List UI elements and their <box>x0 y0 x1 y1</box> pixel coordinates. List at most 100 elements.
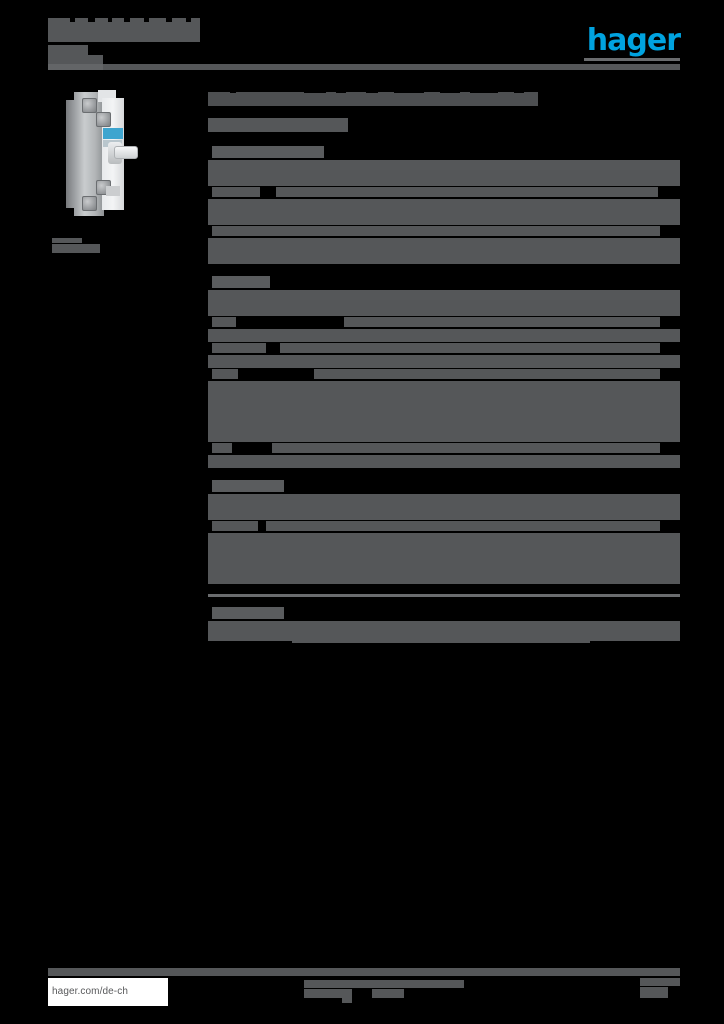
footer-center-text <box>304 980 464 1003</box>
table-row <box>208 186 680 199</box>
table-section-heading <box>208 274 680 290</box>
breaker-lower-print <box>106 186 120 196</box>
document-footer: hager.com/de-ch <box>48 968 680 1016</box>
table-row-label <box>212 330 234 340</box>
table-row-value <box>272 443 660 453</box>
header-notch <box>144 18 149 22</box>
table-row <box>208 225 680 238</box>
footer-center-line-1 <box>304 980 464 988</box>
table-row-label <box>212 226 236 236</box>
product-image-caption <box>52 238 100 254</box>
table-row-label <box>212 382 274 392</box>
breaker-side-panel <box>66 100 75 208</box>
table-row-label <box>212 495 248 505</box>
footer-url[interactable]: hager.com/de-ch <box>48 978 168 1006</box>
footer-center-descender <box>342 998 352 1003</box>
table-row-label <box>212 456 308 466</box>
header-notch <box>124 18 130 22</box>
table-row-label <box>212 291 232 301</box>
table-row-value <box>256 508 660 518</box>
product-image-column <box>48 88 188 268</box>
table-section-heading-bar <box>212 607 284 619</box>
table-row-value-wrap <box>292 633 590 643</box>
table-row <box>208 381 680 409</box>
table-row <box>208 303 680 316</box>
document-header <box>48 14 680 72</box>
breaker-brand-label <box>103 128 123 139</box>
table-row-label <box>212 622 278 632</box>
table-row-label <box>212 304 234 314</box>
table-row <box>208 329 680 342</box>
table-row <box>208 520 680 533</box>
header-subtitle-line-2 <box>48 55 103 65</box>
header-title-line-1 <box>48 18 200 29</box>
table-row-label <box>212 369 238 379</box>
table-row-label <box>212 410 292 420</box>
table-row-label <box>212 187 260 197</box>
breaker-toggle-lever <box>114 146 138 159</box>
header-rule-accent <box>48 64 103 70</box>
header-notch <box>88 18 95 22</box>
table-row-value-wrap <box>308 570 510 580</box>
table-section-gap <box>208 584 680 594</box>
table-row-label <box>212 213 254 223</box>
table-row-value-wrap <box>308 558 590 568</box>
table-row-value-wrap <box>260 434 590 444</box>
table-row-label <box>212 521 258 531</box>
table-row-value <box>326 410 660 420</box>
table-row-label <box>212 547 278 557</box>
table-row-value-wrap <box>286 393 590 403</box>
breaker-terminal-screw <box>82 98 97 113</box>
page-title-bar <box>208 92 538 106</box>
table-row-value <box>276 187 658 197</box>
footer-page-line-2 <box>640 987 668 998</box>
caption-line-2 <box>52 244 100 253</box>
title-notch <box>304 88 326 93</box>
table-row-value <box>256 356 660 366</box>
breaker-terminal-screw <box>96 112 111 127</box>
header-title-line-2 <box>48 29 200 42</box>
table-row <box>208 409 680 422</box>
table-row-label <box>212 239 248 249</box>
table-row-value <box>368 161 658 171</box>
title-notch <box>470 88 498 93</box>
table-row-value <box>314 369 660 379</box>
table-row-value <box>236 226 660 236</box>
table-row <box>208 316 680 329</box>
table-row-value-wrap <box>256 250 590 260</box>
header-notch <box>186 18 191 22</box>
header-notch <box>166 18 172 22</box>
header-notch <box>70 18 75 22</box>
title-notch <box>514 88 524 93</box>
logo-underline <box>584 58 680 61</box>
table-row <box>208 290 680 303</box>
table-section-rule <box>208 594 680 597</box>
table-row <box>208 442 680 455</box>
title-notch <box>230 88 236 93</box>
table-section-heading-bar <box>212 146 324 158</box>
table-row <box>208 546 680 584</box>
table-row-label <box>212 174 270 184</box>
title-notch <box>394 88 424 93</box>
table-section-gap <box>208 264 680 274</box>
header-notch <box>108 18 112 22</box>
table-row-value <box>344 317 660 327</box>
title-notch <box>440 88 460 93</box>
section-sub-heading <box>208 118 348 132</box>
product-image <box>52 88 138 224</box>
table-row <box>208 422 680 444</box>
footer-page-line-1 <box>640 978 680 986</box>
table-row-value <box>258 304 660 314</box>
table-row <box>208 342 680 355</box>
table-section-heading-bar <box>212 276 270 288</box>
table-row-label <box>212 317 236 327</box>
table-row-value <box>260 423 660 433</box>
footer-page-number <box>640 978 680 1002</box>
table-row-value <box>288 534 660 544</box>
hager-logo: hager <box>586 23 681 58</box>
footer-center-line-2 <box>304 989 352 998</box>
table-row-value <box>340 174 658 184</box>
table-row-label <box>212 356 232 366</box>
table-row-value <box>254 495 660 505</box>
